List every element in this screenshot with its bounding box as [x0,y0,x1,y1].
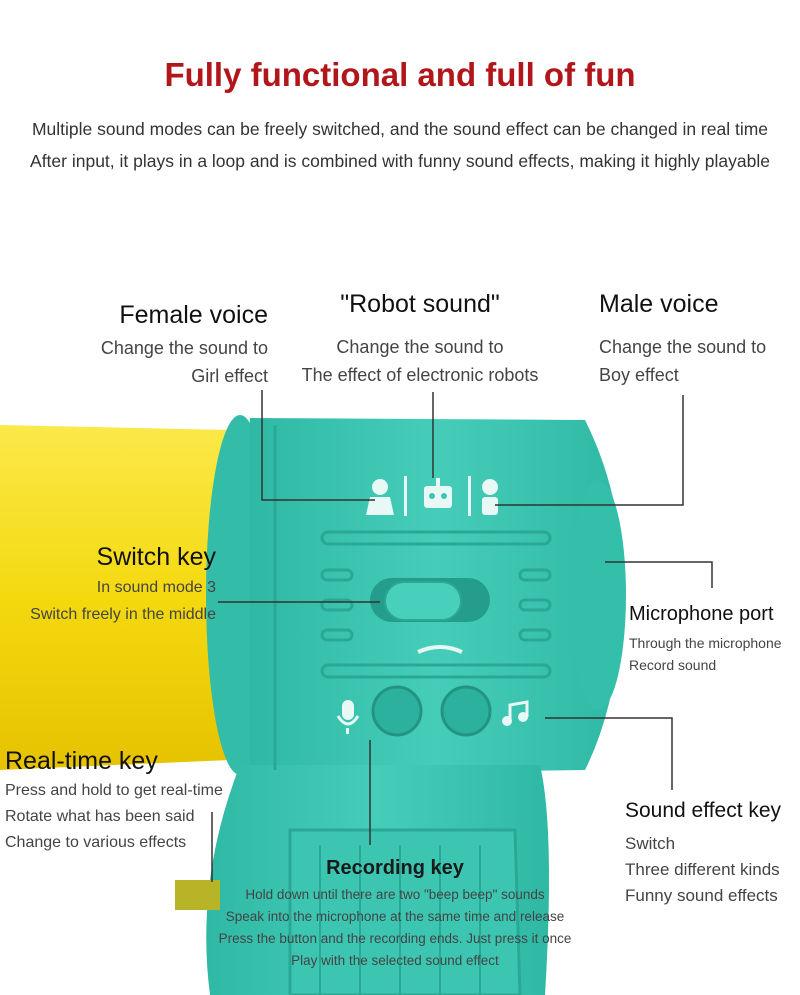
female-voice-callout: Female voice Change the sound to Girl ef… [101,301,268,390]
microphone-port-title: Microphone port [629,603,774,625]
boy-icon [482,479,498,515]
switch-key-title: Switch key [96,543,216,571]
music-note-icon [502,700,529,726]
female-voice-title: Female voice [119,301,268,329]
robot-sound-title: "Robot sound" [340,290,500,318]
robot-sound-callout: "Robot sound" Change the sound to The ef… [283,290,557,389]
recording-key-line-1: Hold down until there are two "beep beep… [245,887,545,902]
realtime-key-line-3: Change to various effects [5,834,187,851]
realtime-key-callout: Real-time key Press and hold to get real… [5,747,223,856]
recording-key-line-3: Press the button and the recording ends.… [218,931,572,946]
robot-sound-line-1: Change the sound to [336,337,504,357]
male-voice-title: Male voice [599,290,719,318]
subtitle-line-1: Multiple sound modes can be freely switc… [31,119,769,139]
switch-key-callout: Switch key In sound mode 3 Switch freely… [30,543,216,628]
realtime-key-title: Real-time key [5,747,158,775]
sound-effect-button [440,685,492,737]
realtime-key-line-2: Rotate what has been said [5,808,195,825]
microphone-port-line-2: Record sound [629,657,717,673]
robot-sound-line-2: The effect of electronic robots [301,365,539,385]
male-voice-line-1: Change the sound to [599,337,767,357]
switch-key-line-1: In sound mode 3 [96,579,216,596]
girl-icon [366,479,394,515]
sound-effect-key-line-1: Switch [625,834,676,853]
microphone-port-cap [570,480,626,710]
recording-key-line-4: Play with the selected sound effect [291,953,499,968]
page-title: Fully functional and full of fun [164,56,636,93]
microphone-icon [336,700,360,734]
realtime-key-line-1: Press and hold to get real-time [5,782,223,799]
horn [0,425,230,770]
recording-key-callout: Recording key Hold down until there are … [185,857,605,972]
microphone-port-line-1: Through the microphone [629,635,782,651]
sound-effect-key-callout: Sound effect key Switch Three different … [625,799,781,909]
sound-effect-key-line-3: Funny sound effects [625,886,778,905]
handle-grip [288,828,522,995]
male-voice-line-2: Boy effect [599,365,679,385]
realtime-button [371,685,423,737]
recording-key-title: Recording key [326,857,464,879]
robot-icon [424,478,452,508]
sound-effect-key-title: Sound effect key [625,799,782,822]
leader-lines [211,390,713,882]
recording-key-line-2: Speak into the microphone at the same ti… [225,909,565,924]
microphone-port-callout: Microphone port Through the microphone R… [629,603,782,676]
switch-key-line-2: Switch freely in the middle [30,606,216,623]
switch-knob [384,581,462,621]
subtitle-line-2: After input, it plays in a loop and is c… [30,151,770,171]
female-voice-line-2: Girl effect [191,366,268,386]
male-voice-callout: Male voice Change the sound to Boy effec… [599,290,766,389]
female-voice-line-1: Change the sound to [100,338,268,358]
sound-effect-key-line-2: Three different kinds [625,860,780,879]
